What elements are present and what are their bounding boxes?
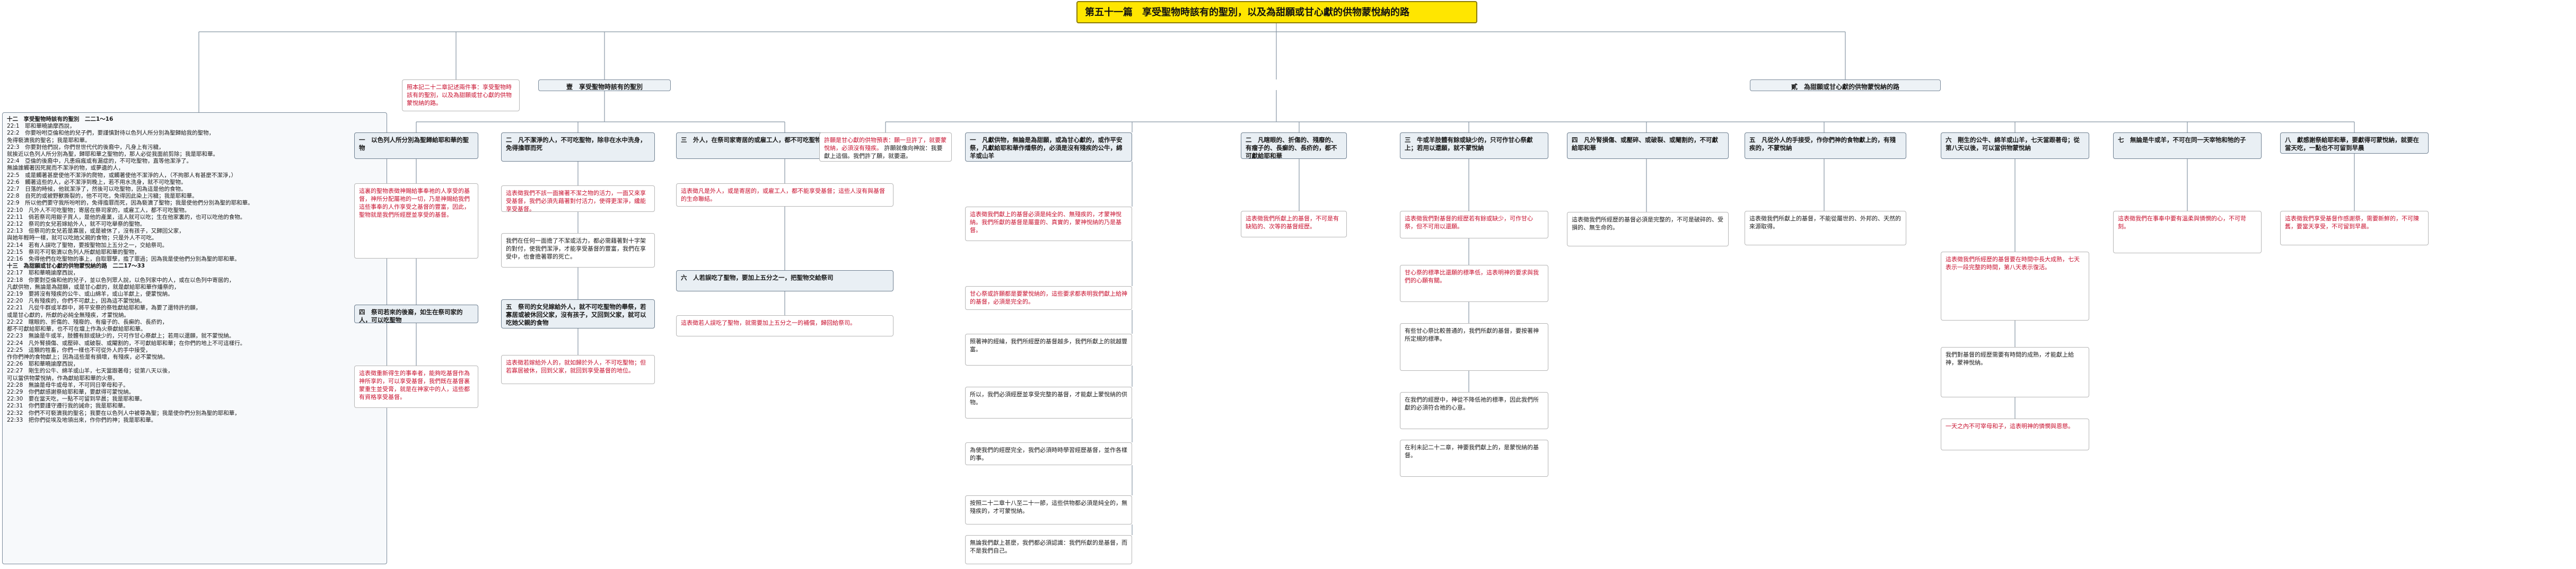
scripture-line: 22:2 你要吩咐亞倫和他的兒子們，要謹慎對待以色列人所分別為聖歸給我的聖物，	[7, 130, 215, 137]
part2-branch8-note: 這表徵我們享受基督作感謝祭，需要新鮮的，不可陳舊，要當天享受，不可留到早晨。	[2280, 211, 2429, 245]
intro-note: 照本記二十二章記述兩件事：享受聖物時該有的聖別，以及為甜願或甘心獻的供物蒙悅納的…	[402, 79, 520, 111]
part2-heading[interactable]: 貳 為甜願或甘心獻的供物蒙悅納的路	[1750, 79, 1941, 91]
scripture-line: 22:26 耶和華曉諭摩西說，	[7, 361, 79, 368]
part2-branch3-note2: 甘心祭的標準比還願的標準低，這表明神的要求與我們的心願有關。	[1400, 265, 1548, 302]
part1-branch2-head[interactable]: 二 凡不潔淨的人，不可吃聖物，除非在水中洗身，免得擔罪而死	[501, 132, 655, 162]
scripture-line: 22:14 若有人誤吃了聖物，要按聖物加上五分之一，交給祭司。	[7, 242, 168, 248]
scripture-line: 都不可獻給耶和華，也不可在壇上作為火祭獻給耶和華。	[7, 326, 146, 333]
part2-intro-black: 許願就像向神說：我要獻上這個。我們許了願，就要還。	[824, 145, 943, 159]
part2-branch1-note6: 按照二十二章十八至二十一節，這些供物都必須是純全的，無殘疾的，才可蒙悅納。	[965, 495, 1132, 524]
part2-branch3-note3: 有些甘心祭比較普通的，我們所獻的基督，要按著神所定規的標準。	[1400, 323, 1548, 371]
scripture-line: 22:19 要將沒有殘疾的公牛、或山綿羊，或山羊獻上，便蒙悅納。	[7, 291, 173, 298]
part2-branch4-note: 這表徵我們所經歷的基督必須是完整的，不可是破碎的、受損的、無生命的。	[1567, 212, 1729, 246]
part2-branch5-head[interactable]: 五 凡從外人的手接受，作你們神的食物獻上的，有殘疾的，不蒙悅納	[1745, 132, 1906, 159]
part2-branch8-head[interactable]: 八 獻感謝祭給耶和華，要獻得可蒙悅納，就要在當天吃，一點也不可留到早晨	[2280, 132, 2429, 154]
scripture-line: 22:28 無論是母牛或母羊，不可同日宰母和子。	[7, 381, 129, 388]
scripture-line: 22:8 自死的或被野獸撕裂的，他不可吃，免得因此染上污穢；我是耶和華。	[7, 193, 198, 200]
scripture-line: 22:20 凡有殘疾的，你們不可獻上，因為這不蒙悅納。	[7, 298, 146, 305]
scripture-line: 22:4 亞倫的後裔中，凡患痲瘋或有漏症的，不可吃聖物，直等他潔淨了。	[7, 158, 192, 165]
scripture-line: 22:11 倘若祭司用銀子買人，是他的產業，這人就可以吃；生在他家裏的，也可以吃…	[7, 214, 246, 220]
scripture-line: 22:33 把你們從埃及地領出來，作你們的神；我是耶和華。	[7, 416, 157, 423]
part2-branch1-note3: 照著神的經綸，我們所經歷的基督越多，我們所獻上的就越豐富。	[965, 334, 1132, 366]
part1-branch3-sub-head[interactable]: 六 人若誤吃了聖物，要加上五分之一，把聖物交給祭司	[676, 270, 893, 291]
scripture-line: 作你們神的食物獻上；因為這些是有損壞，有殘疾，必不蒙悅納。	[7, 353, 169, 360]
scripture-line: 22:31 你們要謹守遵行我的誡命；我是耶和華。	[7, 403, 129, 410]
scripture-line: 十二 享受聖物時該有的聖別 二二1～16	[7, 116, 113, 122]
scripture-line: 22:27 剛生的公牛、綿羊或山羊，七天當跟著母；從第八天以後，	[7, 368, 173, 375]
scripture-line: 無論誰觸著因死屍而不潔淨的物，或夢遺的人，	[7, 165, 124, 172]
part2-branch6-note2: 我們對基督的經歷需要有時間的成熟，才能獻上給神，蒙神悅納。	[1941, 347, 2089, 397]
scripture-line: 22:29 你們獻感謝祭給耶和華，要獻得可蒙悅納。	[7, 388, 135, 395]
part2-branch1-note4: 所以，我們必須經歷並享受完整的基督，才能獻上蒙悅納的供物。	[965, 387, 1132, 419]
part2-branch3-note4: 在我們的經歷中，神從不降低祂的標準，因此我們所獻的必須符合祂的心意。	[1400, 392, 1548, 429]
scripture-line: 或是甘心獻的，所獻的必純全無殘疾，才蒙悅納。	[7, 312, 129, 318]
scripture-line: 22:32 你們不可褻瀆我的聖名；我要在以色列人中被尊為聖；我是使你們分別為聖的…	[7, 410, 240, 416]
part1-heading[interactable]: 壹 享受聖物時該有的聖別	[538, 79, 671, 91]
scripture-line: 與她年輕時一樣，就可以吃她父親的食物；只是外人不可吃。	[7, 235, 157, 242]
part2-branch7-note: 這表徵我們在事奉中要有溫柔與憐憫的心，不可苛刻。	[2113, 211, 2262, 253]
scripture-line: 22:12 祭司的女兒若嫁給外人，就不可吃舉祭的聖物。	[7, 221, 146, 228]
scripture-line: 22:25 這類的牲畜，你們一樣也不可從外人的手中接受，	[7, 346, 151, 353]
scripture-line: 十三 為甜願或甘心獻的供物蒙悅納的路 二二17～33	[7, 263, 145, 270]
part2-branch3-note5: 在利未記二十二章，神要我們獻上的，是蒙悅納的基督。	[1400, 440, 1548, 477]
part1-branch1-note: 這裏的聖物表徵神賜給事奉祂的人享受的基督，神所分配屬祂的一切，乃是神賜給我們這些…	[354, 183, 478, 259]
part1-branch3-note: 這表徵凡是外人，或是寄居的，或雇工人，都不能享受基督；這些人沒有與基督的生命聯結…	[676, 183, 893, 207]
part1-branch1-sub-head[interactable]: 四 祭司若來的後裔，如生在祭司家的人，可以吃聖物	[354, 305, 478, 323]
scripture-line: 22:6 觸著這些的人，必不潔淨到晚上，若不用水洗身，就不可吃聖物。	[7, 179, 187, 185]
part1-branch2-extra: 我們在任何一面擔了不潔或活力，都必需藉著對十字架的對付，使我們潔淨，才能享受基督…	[501, 233, 655, 268]
part2-branch1-note5: 為使我們的經歷完全，我們必須時時學習經歷基督，並作各樣的事。	[965, 442, 1132, 465]
scripture-line: 就挨近以色列人所分別為聖，歸耶和華之聖物的，那人必從我面前剪除；我是耶和華。	[7, 151, 218, 158]
scripture-line: 22:22 瞎眼的、折傷的、殘廢的、有瘤子的、長癬的、長疥的，	[7, 318, 168, 325]
part2-branch1-note2: 甘心祭或許願都是要蒙悅納的，這些要求都表明我們獻上給神的基督，必須是完全的。	[965, 286, 1132, 310]
scripture-line: 22:5 或是觸著甚麼使他不潔淨的爬物，或觸著使他不潔淨的人，（不拘那人有甚麼不…	[7, 172, 237, 179]
scripture-line: 22:16 免得他們在吃聖物的事上，自取罪孽，擔了罪過；因為我是使他們分別為聖的…	[7, 256, 240, 263]
part2-branch5-note: 這表徵我們所獻上的基督，不能從屬世的、外邦的、天然的來源取得。	[1745, 211, 1906, 245]
part1-branch1-sub-note: 這表徵重新得生的事奉者，能夠吃基督作為神所享的，可以享受基督，我們既在基督裏蒙重…	[354, 366, 478, 408]
scripture-line: 22:13 但祭司的女兒若是寡居，或是被休了，沒有孩子，又歸回父家，	[7, 228, 185, 235]
part2-branch3-note: 這表徵我們對基督的經歷若有餘或缺少，可作甘心祭，但不可用以還願。	[1400, 211, 1548, 238]
part2-intro-red: 許願是甘心獻的供物預表：願一旦許了，就要蒙悅納，必須沒有殘疾。	[824, 137, 947, 152]
part1-branch2-sub-note: 這表徵若嫁給外人的，就如歸於外人，不可吃聖物；但若寡居被休，回到父家，就回到享受…	[501, 355, 655, 384]
part2-branch2-head[interactable]: 二 凡瞎眼的、折傷的、殘廢的、有瘤子的、長癬的、長疥的，都不可獻給耶和華	[1241, 132, 1347, 159]
part2-branch6-head[interactable]: 六 剛生的公牛、綿羊或山羊，七天當跟著母；從第八天以後，可以當供物蒙悅納	[1941, 132, 2089, 159]
part2-branch6-note3: 一天之內不可宰母和子，這表明神的憐憫與恩慈。	[1941, 419, 2089, 450]
part2-branch1-note7: 無論我們獻上甚麼，我們都必須認識：我們所獻的是基督，而不是我們自己。	[965, 535, 1132, 564]
part2-branch1-note: 這表徵我們獻上的基督必須是純全的、無殘疾的，才蒙神悅納。我們所獻的基督是屬靈的、…	[965, 207, 1132, 241]
scripture-line: 22:17 耶和華曉諭摩西說，	[7, 270, 79, 277]
scripture-line: 22:10 凡外人不可吃聖物；寄居在祭司家的，或雇工人，都不可吃聖物。	[7, 207, 190, 214]
scripture-line: 22:24 凡外腎損傷、或壓碎、或破裂、或閹割的，不可獻給耶和華；在你們的地上不…	[7, 340, 246, 346]
part2-branch1-head[interactable]: 一 凡獻供物，無論是為甜願，或為甘心獻的，或作平安祭，凡獻給耶和華作燔祭的，必須…	[965, 132, 1132, 162]
scripture-line: 22:23 無論是牛或羊，肢體有餘或缺少的，只可作甘心祭獻上；若用以還願，就不蒙…	[7, 333, 235, 340]
part1-branch2-note: 這表徵我們不該一面擁著不潔之物的活力，一面又來享受基督，我們必須先藉著對付活力，…	[501, 185, 655, 212]
part2-branch2-note: 這表徵我們所獻上的基督，不可是有缺陷的、次等的基督經歷。	[1241, 211, 1347, 237]
scripture-line: 免得褻瀆我的聖名；我是耶和華。	[7, 137, 91, 144]
part1-branch1-head[interactable]: 一 以色列人所分別為聖歸給耶和華的聖物	[354, 132, 478, 159]
scripture-line: 22:18 你要對亞倫和他的兒子，並以色列眾人說，以色列家中的人，或在以色列中寄…	[7, 277, 235, 283]
part1-branch2-sub-head[interactable]: 五 祭司的女兒嫁給外人，就不可吃聖物的舉祭，若寡居或被休回父家，沒有孩子，又回到…	[501, 299, 655, 328]
scripture-line: 22:21 凡從牛群或羊群中，將平安祭的祭牲獻給耶和華，為要了還特許的願，	[7, 305, 201, 312]
scripture-line: 22:30 要在當天吃，一點不可留到早晨；我是耶和華。	[7, 396, 146, 403]
part2-branch4-head[interactable]: 四 凡外腎損傷、或壓碎、或破裂、或閹割的，不可獻給耶和華	[1567, 132, 1729, 159]
part1-branch3-sub-note: 這表徵若人誤吃了聖物，就需要加上五分之一的補償，歸回給祭司。	[676, 315, 893, 336]
part2-branch3-head[interactable]: 三 牛或羊肢體有餘或缺少的，只可作甘心祭獻上；若用以還願，就不蒙悅納	[1400, 132, 1548, 159]
mindmap-title: 第五十一篇 享受聖物時該有的聖別，以及為甜願或甘心獻的供物蒙悅納的路	[1076, 1, 1477, 23]
scripture-line: 22:15 祭司不可褻瀆以色列人所獻給耶和華的聖物，	[7, 248, 140, 255]
scripture-line: 22:3 你要對他們說，你們世世代代的後裔中，凡身上有污穢，	[7, 144, 164, 150]
part2-intro: 許願是甘心獻的供物預表：願一旦許了，就要蒙悅納，必須沒有殘疾。 許願就像向神說：…	[819, 132, 952, 162]
scripture-line: 可以當供物蒙悅納，作為獻給耶和華的火祭。	[7, 375, 118, 381]
part2-branch6-note: 這表徵我們所經歷的基督要在時間中長大成熟，七天表示一段完整的時間，第八天表示復活…	[1941, 252, 2089, 321]
scripture-line: 22:7 日落的時候，他就潔淨了，然後可以吃聖物，因為這是他的食物。	[7, 186, 187, 193]
scripture-line: 凡獻供物，無論是為甜願，或是甘心獻的，就是獻給耶和華作燔祭的，	[7, 283, 180, 290]
scripture-line: 22:1 耶和華曉諭摩西說，	[7, 123, 75, 130]
part2-branch7-head[interactable]: 七 無論是牛或羊，不可在同一天宰牠和牠的子	[2113, 132, 2262, 159]
scripture-line: 22:9 所以他們要守我所吩咐的，免得擔罪而死，因為褻瀆了聖物；我是使他們分別為…	[7, 200, 253, 207]
